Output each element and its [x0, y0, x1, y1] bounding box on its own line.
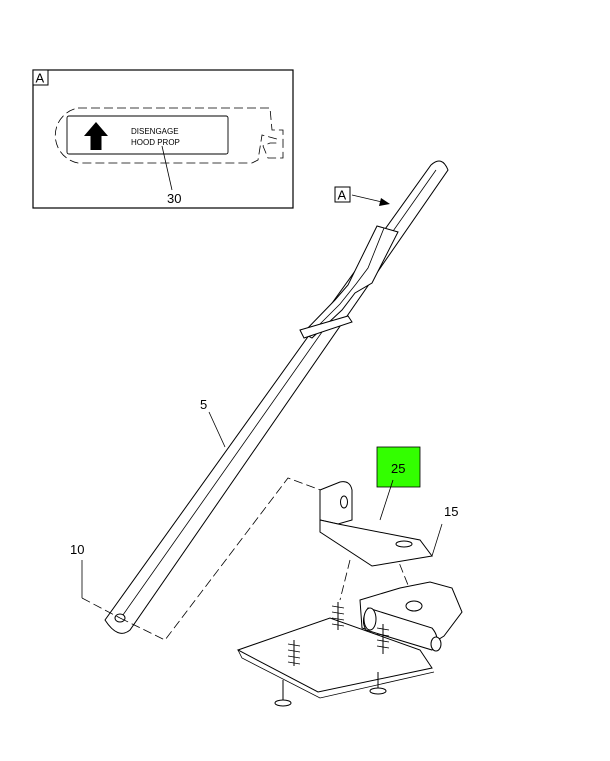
view-arrow-head	[379, 198, 390, 206]
callout-5: 5	[200, 397, 207, 412]
view-marker-box	[334, 186, 351, 203]
callout-leader-5	[208, 411, 226, 448]
bolt-lower-right	[369, 672, 387, 695]
callout-30: 30	[167, 191, 181, 206]
callout-10: 10	[70, 542, 84, 557]
assembly-dash-clip-to-hinge	[339, 559, 351, 601]
hinge-base-plate	[236, 581, 463, 699]
assembly-dash-rod-to-bracket	[119, 477, 343, 641]
base-plate	[236, 617, 433, 693]
base-plate-edge	[237, 649, 435, 699]
view-marker: A	[334, 186, 390, 206]
callout-leader-25	[379, 479, 394, 521]
clip-horizontal-flange	[319, 519, 433, 567]
inset-letter-box	[32, 69, 49, 86]
clip-vertical-flange	[319, 481, 353, 525]
clip-slot	[395, 540, 413, 548]
fasteners	[274, 602, 390, 707]
hinge-pin-end	[430, 636, 442, 652]
callout-25: 25	[391, 461, 405, 476]
bolt-left	[287, 640, 301, 666]
bolt-center	[331, 602, 345, 630]
callout-leader-30	[161, 145, 173, 191]
up-arrow-icon	[84, 122, 108, 150]
prop-end-outline	[54, 107, 284, 164]
hood-prop-rod	[104, 160, 449, 634]
callouts: 5 10 15 25	[70, 397, 458, 598]
hinge-slot	[405, 600, 423, 612]
assembly-dash-rivet	[81, 597, 121, 619]
callout-25-highlight	[376, 446, 421, 488]
clip-hole-upper	[340, 495, 348, 509]
bolt-lower-left	[274, 680, 292, 707]
hinge-knuckle	[363, 607, 377, 631]
inset-letter: A	[36, 71, 45, 86]
view-marker-letter: A	[338, 188, 347, 203]
rod-step	[299, 315, 353, 339]
callout-15: 15	[444, 504, 458, 519]
view-arrow-shaft	[351, 194, 383, 203]
clip-bracket	[319, 481, 433, 567]
rod-sleeve-inner	[319, 227, 385, 325]
decal-text-line1: DISENGAGE	[131, 127, 179, 136]
bolt-right	[376, 624, 390, 654]
decal-text-line2: HOOD PROP	[131, 138, 180, 147]
callout-leader-15	[431, 523, 443, 557]
inset-detail-view: A DISENGAGE HOOD PROP 30	[32, 69, 294, 209]
decal-label	[66, 115, 229, 155]
